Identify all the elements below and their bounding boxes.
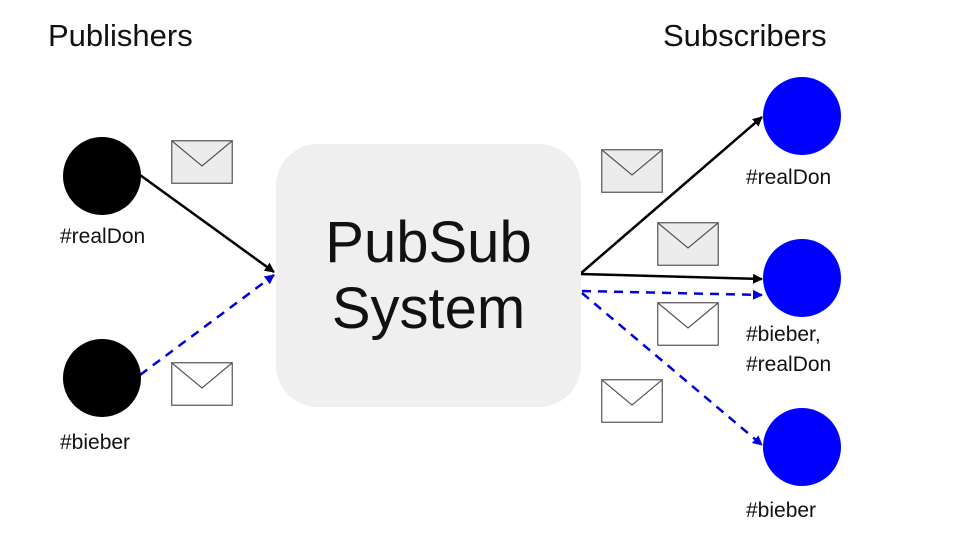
- envelope-icon: [171, 362, 233, 406]
- publisher-bieber-label: #bieber: [60, 431, 131, 454]
- subscriber-bieber-realdon-label-line2: #realDon: [746, 353, 832, 376]
- pubsub-system-box: PubSub System: [276, 144, 581, 407]
- publishers-heading: Publishers: [48, 18, 193, 53]
- envelope-icon: [657, 302, 719, 346]
- subscriber-realdon-node: [763, 77, 841, 155]
- subscribers-heading: Subscribers: [663, 18, 827, 53]
- arrow-system-to-bieber-subscriber: [581, 292, 763, 446]
- subscriber-bieber-node: [763, 408, 841, 486]
- arrow-bieber-publisher-to-system: [139, 273, 275, 377]
- publisher-realdon-label: #realDon: [60, 225, 146, 248]
- envelope-icon: [601, 379, 663, 423]
- envelope-icon: [657, 222, 719, 266]
- envelope-icon: [171, 140, 233, 184]
- arrow-system-to-realdon-subscriber: [579, 116, 763, 275]
- publisher-realdon-node: [63, 137, 141, 215]
- publisher-bieber-node: [63, 339, 141, 417]
- subscriber-bieber-label: #bieber: [746, 499, 817, 522]
- arrow-system-to-mixed-subscriber-realdon: [579, 272, 763, 284]
- arrow-realdon-publisher-to-system: [139, 173, 275, 274]
- envelope-icon: [601, 149, 663, 193]
- subscriber-bieber-realdon-label-line1: #bieber,: [746, 323, 821, 346]
- arrow-system-to-mixed-subscriber-bieber: [581, 289, 763, 300]
- subscriber-bieber-realdon-node: [763, 239, 841, 317]
- subscriber-realdon-label: #realDon: [746, 166, 832, 189]
- pubsub-system-title-line2: System: [331, 275, 526, 341]
- pubsub-system-title-line1: PubSub: [325, 209, 532, 275]
